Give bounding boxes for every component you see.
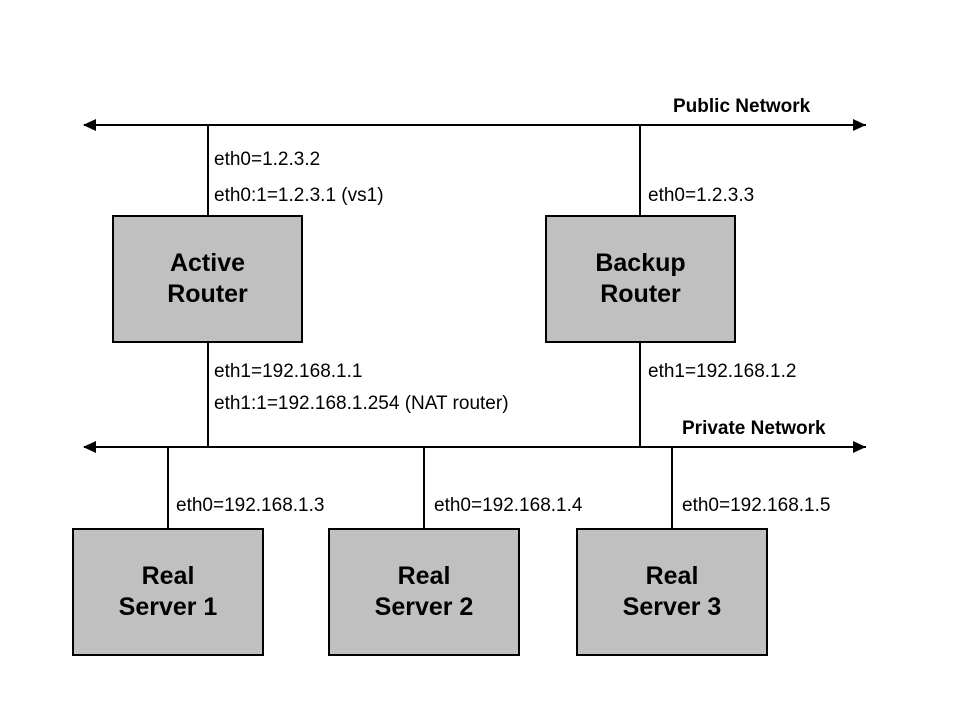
real-server-1-label-line2: Server 1 — [118, 593, 218, 621]
real-server-2-label-line1: Real — [397, 562, 451, 590]
real-server-3-node[interactable]: Real Server 3 — [576, 528, 768, 656]
label-backup-private-primary: eth1=192.168.1.2 — [648, 361, 797, 382]
label-backup-public-primary: eth0=1.2.3.3 — [648, 185, 755, 206]
label-real-server-1-private: eth0=192.168.1.3 — [176, 495, 325, 516]
label-active-public-primary: eth0=1.2.3.2 — [214, 149, 321, 170]
active-router-label-line2: Router — [167, 280, 248, 308]
public-network-label: Public Network — [673, 96, 811, 117]
real-server-3-label-line2: Server 3 — [622, 593, 722, 621]
private-network-label: Private Network — [682, 418, 826, 439]
backup-router-label-line1: Backup — [595, 249, 686, 277]
backup-router-label-line2: Router — [600, 280, 681, 308]
active-router-label-line1: Active — [169, 249, 246, 277]
label-active-private-primary: eth1=192.168.1.1 — [214, 361, 363, 382]
real-server-1-label-line1: Real — [141, 562, 195, 590]
real-server-3-label-line1: Real — [645, 562, 699, 590]
real-server-1-node[interactable]: Real Server 1 — [72, 528, 264, 656]
label-real-server-3-private: eth0=192.168.1.5 — [682, 495, 831, 516]
backup-router-node[interactable]: Backup Router — [545, 215, 736, 343]
real-server-2-label-line2: Server 2 — [374, 593, 474, 621]
real-server-2-node[interactable]: Real Server 2 — [328, 528, 520, 656]
label-real-server-2-private: eth0=192.168.1.4 — [434, 495, 583, 516]
label-active-private-alias: eth1:1=192.168.1.254 (NAT router) — [214, 393, 509, 414]
active-router-node[interactable]: Active Router — [112, 215, 303, 343]
label-active-public-alias: eth0:1=1.2.3.1 (vs1) — [214, 185, 384, 206]
